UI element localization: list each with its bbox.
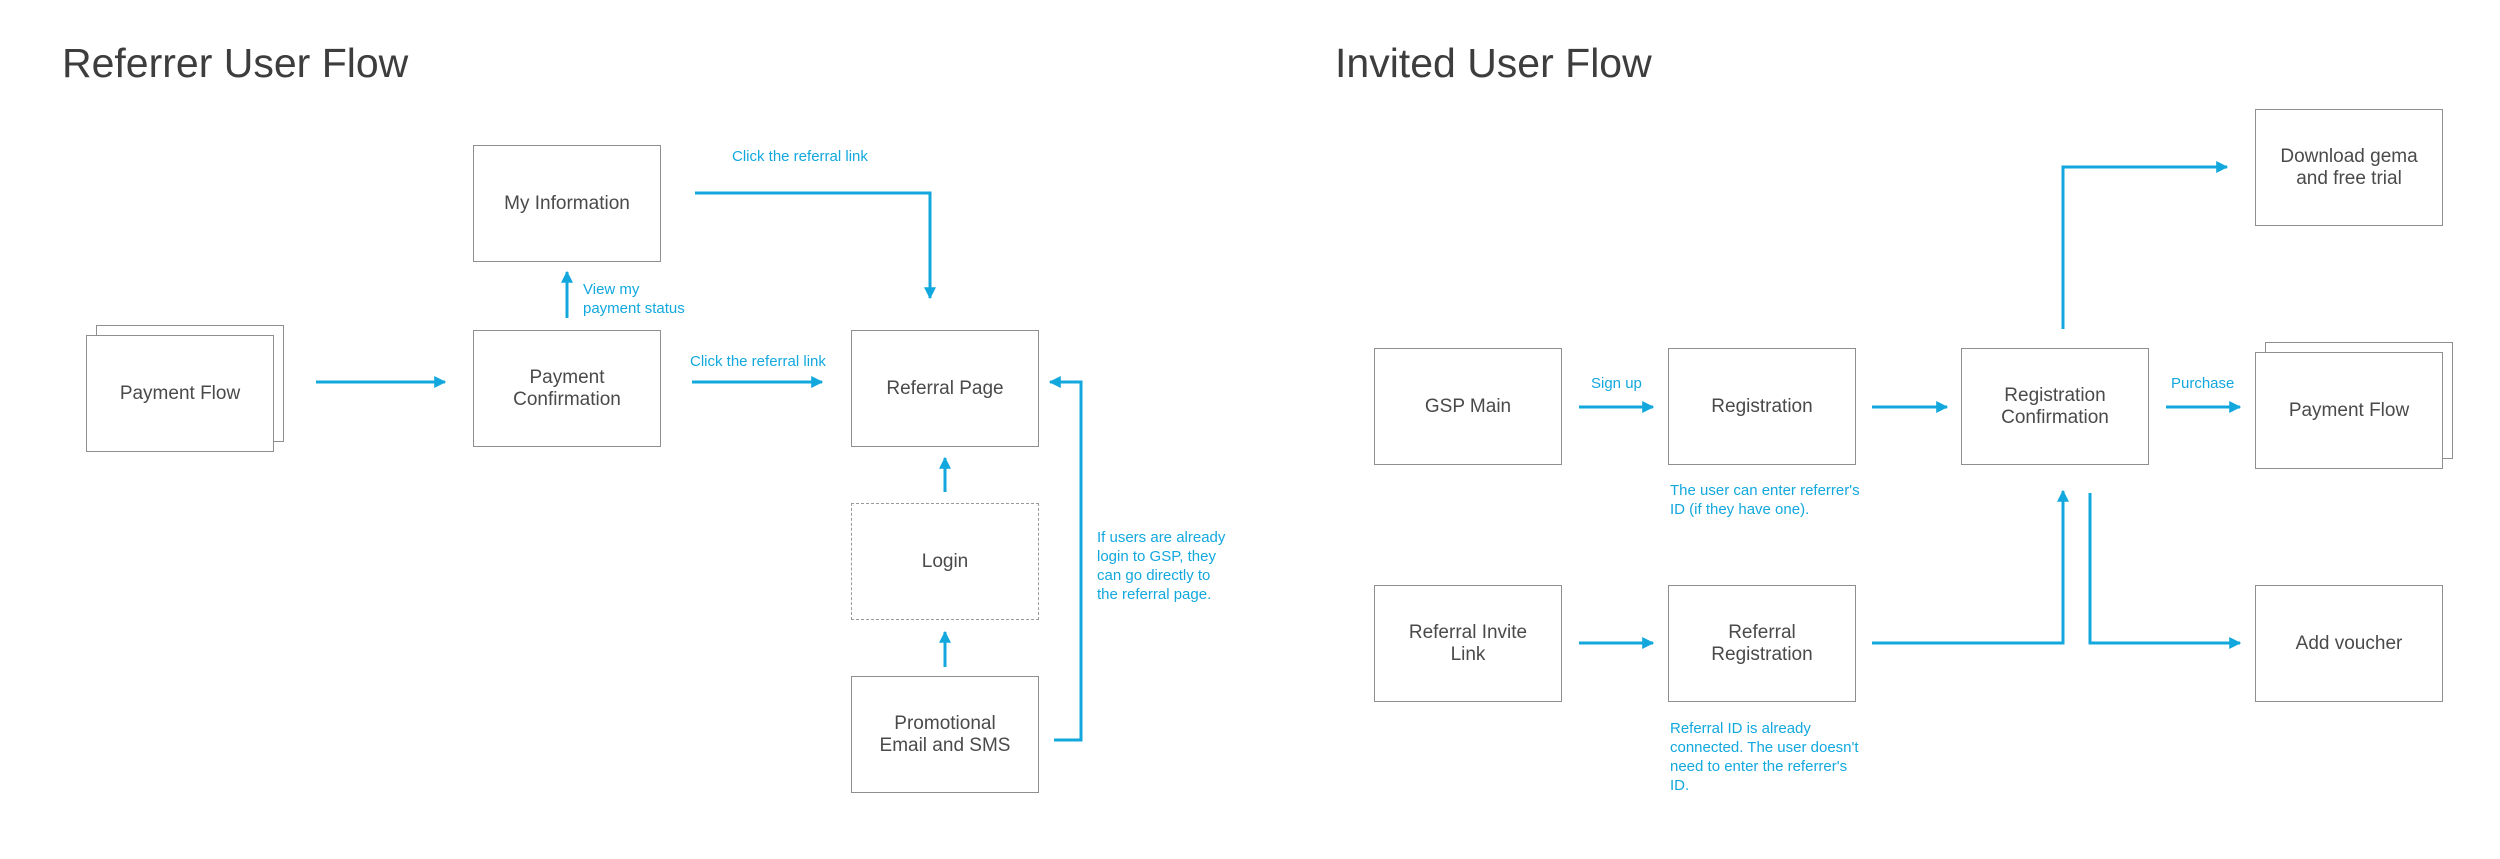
add-voucher-node: Add voucher [2255,585,2443,702]
my-information-node: My Information [473,145,661,262]
gsp-main-node: GSP Main [1374,348,1562,465]
arrow-promo-to-referral-page [1048,376,1083,742]
referral-registration-node: Referral Registration [1668,585,1856,702]
already-logged-in-note: If users are already login to GSP, they … [1097,529,1226,603]
click-referral-link-mid-note: Click the referral link [690,353,826,370]
arrow-referral-registration-to-confirmation [1872,489,2069,645]
arrow-confirmation-to-download [2061,161,2229,329]
arrow-confirmation-to-add-voucher [2088,493,2242,649]
referral-invite-link-node: Referral Invite Link [1374,585,1562,702]
click-referral-link-top-note: Click the referral link [732,148,868,165]
view-payment-status-note: View my payment status [583,281,685,317]
referral-page-node: Referral Page [851,330,1039,447]
payment-confirmation-node: Payment Confirmation [473,330,661,447]
promotional-email-sms-node: Promotional Email and SMS [851,676,1039,793]
referrer-payment-flow-node: Payment Flow [86,335,274,452]
login-node: Login [851,503,1039,620]
referrer-flow-title: Referrer User Flow [62,40,409,86]
enter-referrer-id-note: The user can enter referrer's ID (if the… [1670,482,1860,518]
download-gema-node: Download gema and free trial [2255,109,2443,226]
registration-node: Registration [1668,348,1856,465]
registration-confirmation-node: Registration Confirmation [1961,348,2149,465]
arrow-my-information-to-referral-page [695,191,936,300]
invited-flow-title: Invited User Flow [1335,40,1652,86]
sign-up-note: Sign up [1591,375,1642,392]
purchase-note: Purchase [2171,375,2235,392]
referral-id-connected-note: Referral ID is already connected. The us… [1670,720,1859,794]
invited-payment-flow-node: Payment Flow [2255,352,2443,469]
